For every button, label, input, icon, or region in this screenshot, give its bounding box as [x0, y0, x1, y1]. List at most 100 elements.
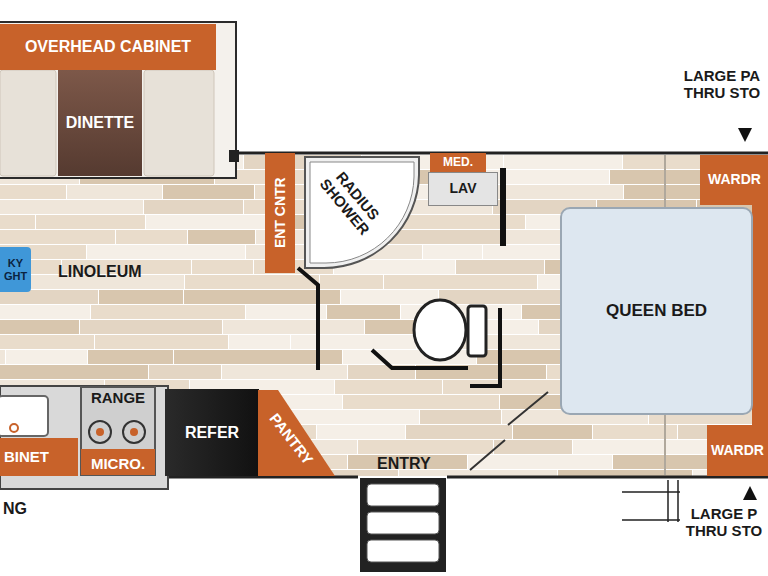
- floor-plank: [406, 425, 512, 439]
- floor-plank: [456, 260, 544, 274]
- node-text: ENT CNTR: [272, 178, 287, 249]
- rail: [622, 480, 680, 522]
- wardrobe: WARDR: [700, 155, 768, 205]
- bath-wall: [298, 268, 318, 370]
- floor-plank: [88, 350, 173, 364]
- floor-plank: [341, 290, 438, 304]
- headboard: [752, 188, 768, 456]
- toilet-tank: [468, 306, 486, 356]
- range-microwave: RANGE MICRO.: [80, 386, 156, 476]
- callout-label: LARGE PA THRU STO: [680, 68, 764, 101]
- step: [367, 484, 439, 506]
- dinette-table: DINETTE: [58, 70, 142, 176]
- floor-plank: [0, 365, 148, 379]
- lavatory-sink: LAV: [428, 172, 498, 206]
- node-text: WARDR: [708, 172, 761, 187]
- burner: [123, 421, 145, 443]
- floor-plank: [222, 365, 347, 379]
- floor-plank: [320, 275, 383, 289]
- floor-plank: [99, 290, 183, 304]
- faucet: [10, 424, 18, 432]
- floor-plank: [504, 155, 622, 169]
- floor-plank: [0, 215, 35, 229]
- label-text: LINOLEUM: [58, 263, 142, 280]
- entry-label: ENTRY: [377, 455, 431, 473]
- floor-plank: [423, 245, 482, 259]
- floor-plank: [163, 185, 254, 199]
- floor-plank: [558, 470, 692, 476]
- label-text: NG: [3, 500, 27, 517]
- toilet-bowl: [414, 300, 466, 360]
- floor-plank: [0, 350, 5, 364]
- node-text: RADIUS SHOWER: [315, 163, 387, 239]
- floor-plank: [0, 185, 66, 199]
- slide-out: [0, 22, 236, 178]
- label-text: LARGE P THRU STO: [686, 505, 762, 539]
- floor-plank: [0, 230, 115, 244]
- leader-arrow: [738, 128, 752, 142]
- floor-plank: [0, 200, 143, 214]
- dinette-cushion: [144, 70, 214, 176]
- floor-plank: [144, 200, 243, 214]
- floor-plank: [291, 335, 416, 349]
- microwave-band: [81, 449, 155, 475]
- floor-plank: [246, 305, 326, 319]
- floor-plank: [0, 290, 98, 304]
- floor-plank: [250, 470, 398, 476]
- floor-plank: [0, 305, 90, 319]
- skylight: KY GHT: [0, 247, 31, 292]
- floor-plank: [483, 245, 567, 259]
- floor-plank: [192, 260, 253, 274]
- shower-tray: [305, 157, 419, 268]
- callout-label: LARGE P THRU STO: [684, 506, 764, 539]
- floor-plank: [513, 425, 592, 439]
- floor-plank: [420, 410, 501, 424]
- floor-plank: [0, 320, 79, 334]
- label-text: LARGE PA THRU STO: [684, 67, 760, 101]
- range-top: [81, 387, 155, 475]
- sink: [0, 396, 48, 436]
- overhead-cabinet: OVERHEAD CABINET: [0, 24, 216, 70]
- pantry-shape: [258, 390, 335, 476]
- floor-plank: [244, 155, 361, 169]
- node-text: PANTRY: [266, 411, 316, 468]
- node-text: DINETTE: [66, 114, 134, 132]
- node-text: MICRO.: [91, 456, 145, 473]
- floor-plank: [223, 320, 364, 334]
- radius-shower: RADIUS SHOWER: [303, 155, 421, 270]
- galley-cabinet: BINET: [0, 438, 78, 476]
- node-text: QUEEN BED: [606, 302, 707, 321]
- floor-plank: [116, 230, 187, 244]
- entertainment-center: ENT CNTR: [265, 153, 295, 273]
- burner-center: [96, 428, 104, 436]
- floor-plank: [439, 290, 578, 304]
- node-text: BINET: [4, 449, 49, 466]
- floor-plank: [327, 305, 400, 319]
- queen-bed: QUEEN BED: [560, 207, 753, 415]
- node-text: WARDR: [711, 443, 764, 458]
- shower-pan: [310, 162, 414, 263]
- floor-plank: [358, 440, 493, 454]
- bath-wall: [500, 168, 506, 246]
- node-text: REFER: [185, 424, 239, 442]
- refrigerator: REFER: [165, 389, 259, 476]
- floor-label: LINOLEUM: [58, 263, 142, 281]
- floor-plank: [91, 305, 245, 319]
- floor-plank: [67, 185, 162, 199]
- burner-center: [130, 428, 138, 436]
- floor-plank: [36, 215, 145, 229]
- door-swing: [470, 392, 548, 470]
- floor-plank: [185, 275, 319, 289]
- step: [367, 540, 439, 562]
- wardrobe: WARDR: [707, 425, 768, 476]
- burner: [89, 421, 111, 443]
- dinette-cushion: [0, 70, 56, 176]
- medicine-cabinet: MED.: [430, 153, 486, 172]
- node-text: LAV: [450, 181, 477, 196]
- entry-steps: [360, 478, 446, 572]
- label-text: ENTRY: [377, 455, 431, 472]
- leader-arrow: [743, 486, 757, 500]
- node-text: RANGE: [91, 390, 145, 407]
